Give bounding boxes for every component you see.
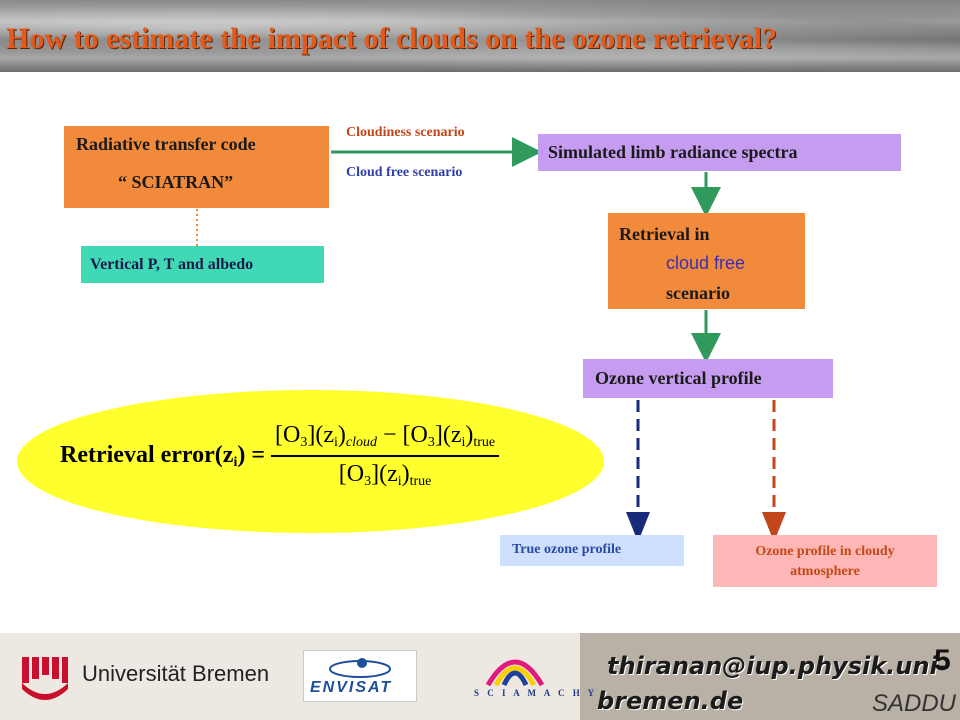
den-a: [O	[338, 461, 365, 487]
formula-numerator: [O3](zi)cloud − [O3](zi)true	[271, 422, 500, 457]
den-c: )	[401, 461, 410, 487]
den-c-sub: true	[409, 474, 432, 489]
num-e-sub: i	[461, 435, 466, 450]
formula-ellipse	[17, 390, 604, 533]
cloudy-profile-line-1: Ozone profile in cloudy	[755, 544, 895, 559]
formula-lhs-close: ) =	[237, 441, 265, 468]
true-profile-box: True ozone profile	[500, 535, 684, 566]
event-name: SADDU	[872, 690, 957, 717]
header-banner: How to estimate the impact of clouds on …	[0, 0, 960, 72]
num-e: ](z	[434, 422, 462, 448]
retrieval-error-formula: Retrieval error(zi) = [O3](zi)cloud − [O…	[60, 422, 500, 490]
sciamachy-logo-icon	[485, 659, 545, 687]
den-b-sub: i	[397, 474, 402, 489]
retrieval-line-2: cloud free	[666, 253, 746, 273]
formula-lhs-sub: i	[233, 454, 238, 470]
envisat-wordmark: ENVISAT	[310, 679, 393, 696]
num-f: )	[465, 422, 474, 448]
page-number: 5	[934, 644, 951, 677]
retrieval-line-3: scenario	[666, 283, 730, 303]
contact-email-line-2: bremen.de	[597, 687, 744, 715]
vertical-input-box: Vertical P, T and albedo	[81, 246, 324, 283]
num-a: [O	[275, 422, 301, 448]
num-f-sub: true	[473, 435, 496, 450]
contact-email-line-1: thiranan@iup.physik.uni-	[607, 652, 948, 680]
den-b: ](z	[371, 461, 398, 487]
retrieval-line-1: Retrieval in	[619, 224, 710, 244]
cloudfree-scenario-label: Cloud free scenario	[346, 165, 463, 180]
radiative-transfer-box: Radiative transfer code “ SCIATRAN”	[64, 126, 329, 208]
university-name: Universität Bremen	[82, 661, 270, 686]
formula-lhs-text: Retrieval error(z	[60, 441, 234, 468]
cloudy-profile-line-2: atmosphere	[790, 564, 860, 579]
simulated-spectra-box: Simulated limb radiance spectra	[538, 134, 901, 171]
rt-box-model-name: “ SCIATRAN”	[118, 172, 234, 192]
header-texture	[0, 0, 960, 72]
num-b-sub: i	[333, 435, 338, 450]
cloudiness-scenario-label: Cloudiness scenario	[346, 125, 465, 140]
sciamachy-wordmark: S C I A M A C H Y	[474, 688, 598, 698]
ozone-profile-box: Ozone vertical profile	[583, 359, 833, 398]
num-b: ](z	[307, 422, 334, 448]
num-c-sub: cloud	[345, 435, 377, 450]
university-logo-icon	[22, 657, 68, 700]
formula-fraction: [O3](zi)cloud − [O3](zi)true [O3](zi)tru…	[271, 422, 500, 490]
slide-title: How to estimate the impact of clouds on …	[6, 22, 777, 55]
cloudy-profile-box: Ozone profile in cloudy atmosphere	[713, 535, 937, 587]
num-a-sub: 3	[300, 435, 308, 450]
rt-box-title: Radiative transfer code	[76, 134, 256, 154]
envisat-logo: ENVISAT	[303, 650, 417, 702]
num-c: )	[337, 422, 346, 448]
retrieval-box: Retrieval in cloud free scenario	[608, 213, 805, 309]
formula-denominator: [O3](zi)true	[339, 457, 432, 490]
envisat-swoosh-icon	[329, 658, 391, 678]
den-a-sub: 3	[364, 474, 372, 489]
num-minus: − [O	[376, 422, 428, 448]
formula-lhs: Retrieval error(zi) =	[60, 442, 265, 471]
footer-contact-panel	[580, 633, 960, 720]
num-d-sub: 3	[427, 435, 435, 450]
